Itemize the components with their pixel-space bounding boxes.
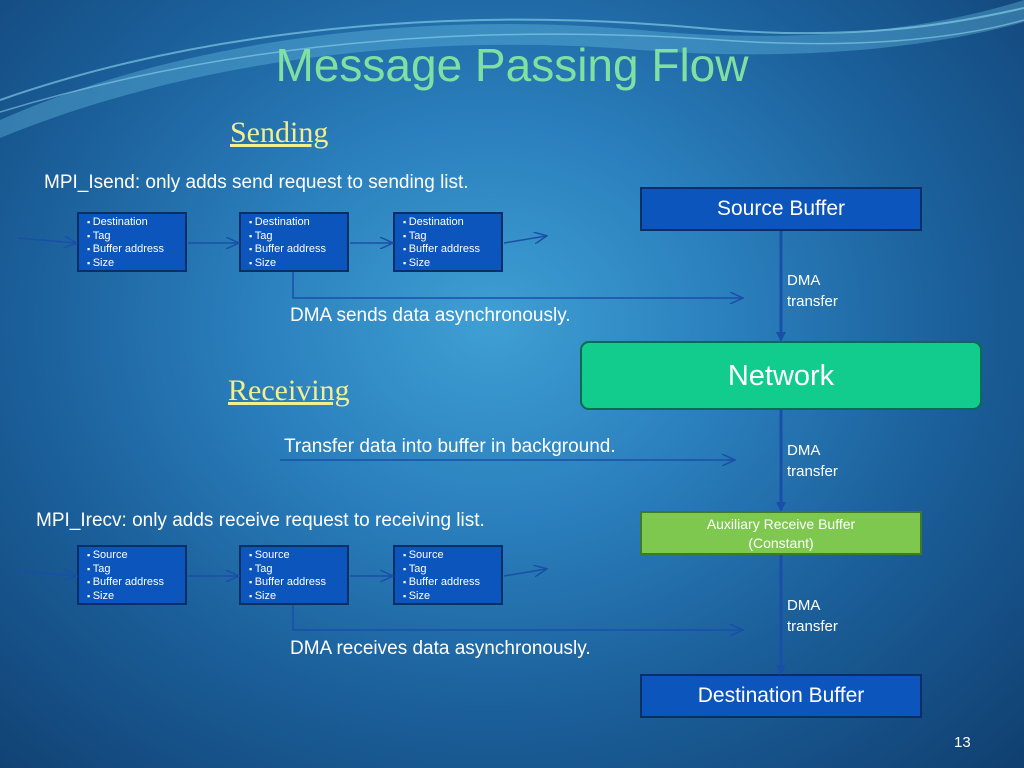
card-field-tag: Tag (249, 230, 347, 244)
destination-buffer-box: Destination Buffer (640, 674, 922, 718)
send-request-card-3: Destination Tag Buffer address Size (393, 212, 503, 272)
isend-caption: MPI_Isend: only adds send request to sen… (44, 172, 469, 193)
dma-label-line: DMA (787, 442, 821, 459)
recv-request-card-3: Source Tag Buffer address Size (393, 545, 503, 605)
send-request-card-2: Destination Tag Buffer address Size (239, 212, 349, 272)
card-field-buffer-address: Buffer address (249, 576, 347, 590)
send-queue-arrow-in (17, 238, 76, 243)
card-field-buffer-address: Buffer address (403, 243, 501, 257)
recv-queue-arrow-in (17, 571, 76, 576)
card-field-source: Source (87, 549, 185, 563)
dma-receive-path-arrow (292, 605, 742, 630)
recv-request-card-1: Source Tag Buffer address Size (77, 545, 187, 605)
send-queue-arrow-out (503, 236, 546, 243)
dma-label-line: transfer (787, 618, 838, 635)
irecv-caption: MPI_Irecv: only adds receive request to … (36, 510, 485, 531)
card-field-tag: Tag (87, 563, 185, 577)
background-transfer-caption: Transfer data into buffer in background. (284, 436, 616, 457)
dma-send-caption: DMA sends data asynchronously. (290, 305, 571, 326)
card-field-tag: Tag (87, 230, 185, 244)
card-field-destination: Destination (403, 216, 501, 230)
card-field-tag: Tag (249, 563, 347, 577)
card-field-buffer-address: Buffer address (87, 243, 185, 257)
card-field-size: Size (87, 257, 185, 271)
card-field-size: Size (403, 590, 501, 604)
recv-request-card-2: Source Tag Buffer address Size (239, 545, 349, 605)
source-buffer-box: Source Buffer (640, 187, 922, 231)
card-field-size: Size (249, 590, 347, 604)
receiving-heading: Receiving (228, 374, 350, 407)
recv-queue-arrow-out (503, 569, 546, 576)
page-number: 13 (954, 734, 971, 751)
dma-label-line: DMA (787, 272, 821, 289)
card-field-size: Size (249, 257, 347, 271)
card-field-source: Source (403, 549, 501, 563)
network-box: Network (580, 341, 982, 410)
dma-send-path-arrow (292, 272, 742, 298)
auxiliary-receive-buffer-box: Auxiliary Receive Buffer (Constant) (640, 511, 922, 555)
dma-label-line: transfer (787, 463, 838, 480)
aux-buffer-title: Auxiliary Receive Buffer (706, 516, 856, 532)
dma-transfer-label-1: DMA transfer (787, 270, 838, 312)
send-request-card-1: Destination Tag Buffer address Size (77, 212, 187, 272)
slide-title: Message Passing Flow (275, 39, 749, 91)
dma-transfer-label-2: DMA transfer (787, 440, 838, 482)
card-field-buffer-address: Buffer address (403, 576, 501, 590)
card-field-source: Source (249, 549, 347, 563)
card-field-size: Size (87, 590, 185, 604)
dma-transfer-label-3: DMA transfer (787, 595, 838, 637)
card-field-size: Size (403, 257, 501, 271)
card-field-tag: Tag (403, 563, 501, 577)
card-field-buffer-address: Buffer address (249, 243, 347, 257)
sending-heading: Sending (230, 116, 329, 149)
dma-label-line: DMA (787, 597, 821, 614)
card-field-buffer-address: Buffer address (87, 576, 185, 590)
dma-receive-caption: DMA receives data asynchronously. (290, 638, 591, 659)
card-field-tag: Tag (403, 230, 501, 244)
dma-label-line: transfer (787, 293, 838, 310)
card-field-destination: Destination (87, 216, 185, 230)
card-field-destination: Destination (249, 216, 347, 230)
aux-buffer-subtitle: (Constant) (748, 535, 814, 551)
